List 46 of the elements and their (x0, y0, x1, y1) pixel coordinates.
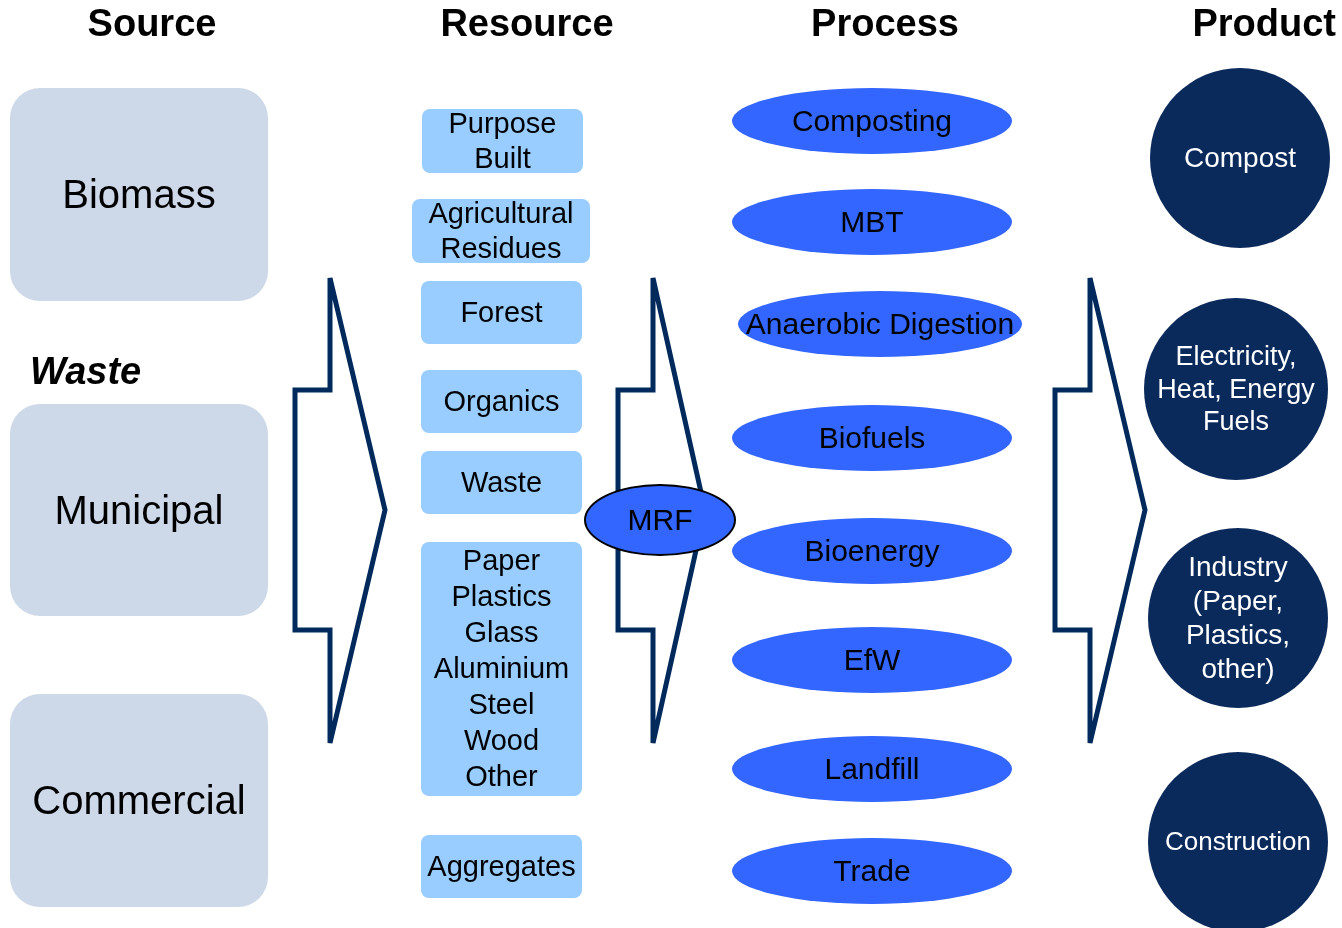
resource-box (421, 370, 582, 433)
node-text: MBT (840, 203, 904, 240)
column-heading: Process (811, 2, 959, 45)
node-text: Electricity, Heat, Energy Fuels (1156, 339, 1316, 439)
node-text: Organics (443, 383, 560, 419)
facility-ellipse (584, 484, 736, 556)
node-text: Composting (791, 102, 953, 139)
node-text: Purpose Built (447, 105, 558, 176)
resource-box (421, 835, 582, 898)
node-text: Glass (464, 615, 539, 651)
node-text: Biofuels (818, 419, 926, 456)
resource-box (421, 451, 582, 514)
node-text: Biomass (62, 171, 216, 219)
resource-box (421, 281, 582, 344)
node-text: Commercial (32, 777, 246, 825)
node-text: Municipal (54, 486, 224, 534)
node-text: Forest (460, 294, 543, 330)
node-text: MRF (627, 501, 693, 538)
node-text: Trade (833, 852, 911, 889)
node-text: Landfill (824, 750, 920, 787)
node-text: Wood (463, 722, 540, 758)
node-text: Paper (462, 543, 541, 579)
node-text: Waste (460, 464, 543, 500)
node-text: Compost (1183, 140, 1296, 175)
node-text: Aluminium (433, 651, 570, 686)
node-text: Plastics (451, 579, 552, 615)
resource-box (412, 199, 590, 263)
source-box (10, 404, 268, 616)
column-heading: Resource (440, 2, 614, 45)
column-heading: Product (1192, 2, 1336, 45)
node-text: Steel (468, 686, 535, 722)
resource-box (422, 109, 583, 173)
resource-box (421, 542, 582, 796)
node-text: Bioenergy (804, 532, 940, 569)
node-text: Industry (Paper, Plastics, other) (1184, 549, 1292, 687)
source-box (10, 694, 268, 907)
source-box (10, 88, 268, 301)
node-text: EfW (843, 641, 901, 678)
node-text: Construction (1165, 826, 1311, 858)
column-heading: Source (87, 2, 217, 45)
node-text: Agricultural Residues (427, 195, 575, 266)
node-text: Other (465, 758, 538, 794)
node-text: Aggregates (427, 848, 576, 884)
node-text: Anaerobic Digestion (745, 305, 1015, 342)
block-arrow (292, 275, 388, 746)
group-heading: Waste (30, 350, 142, 393)
